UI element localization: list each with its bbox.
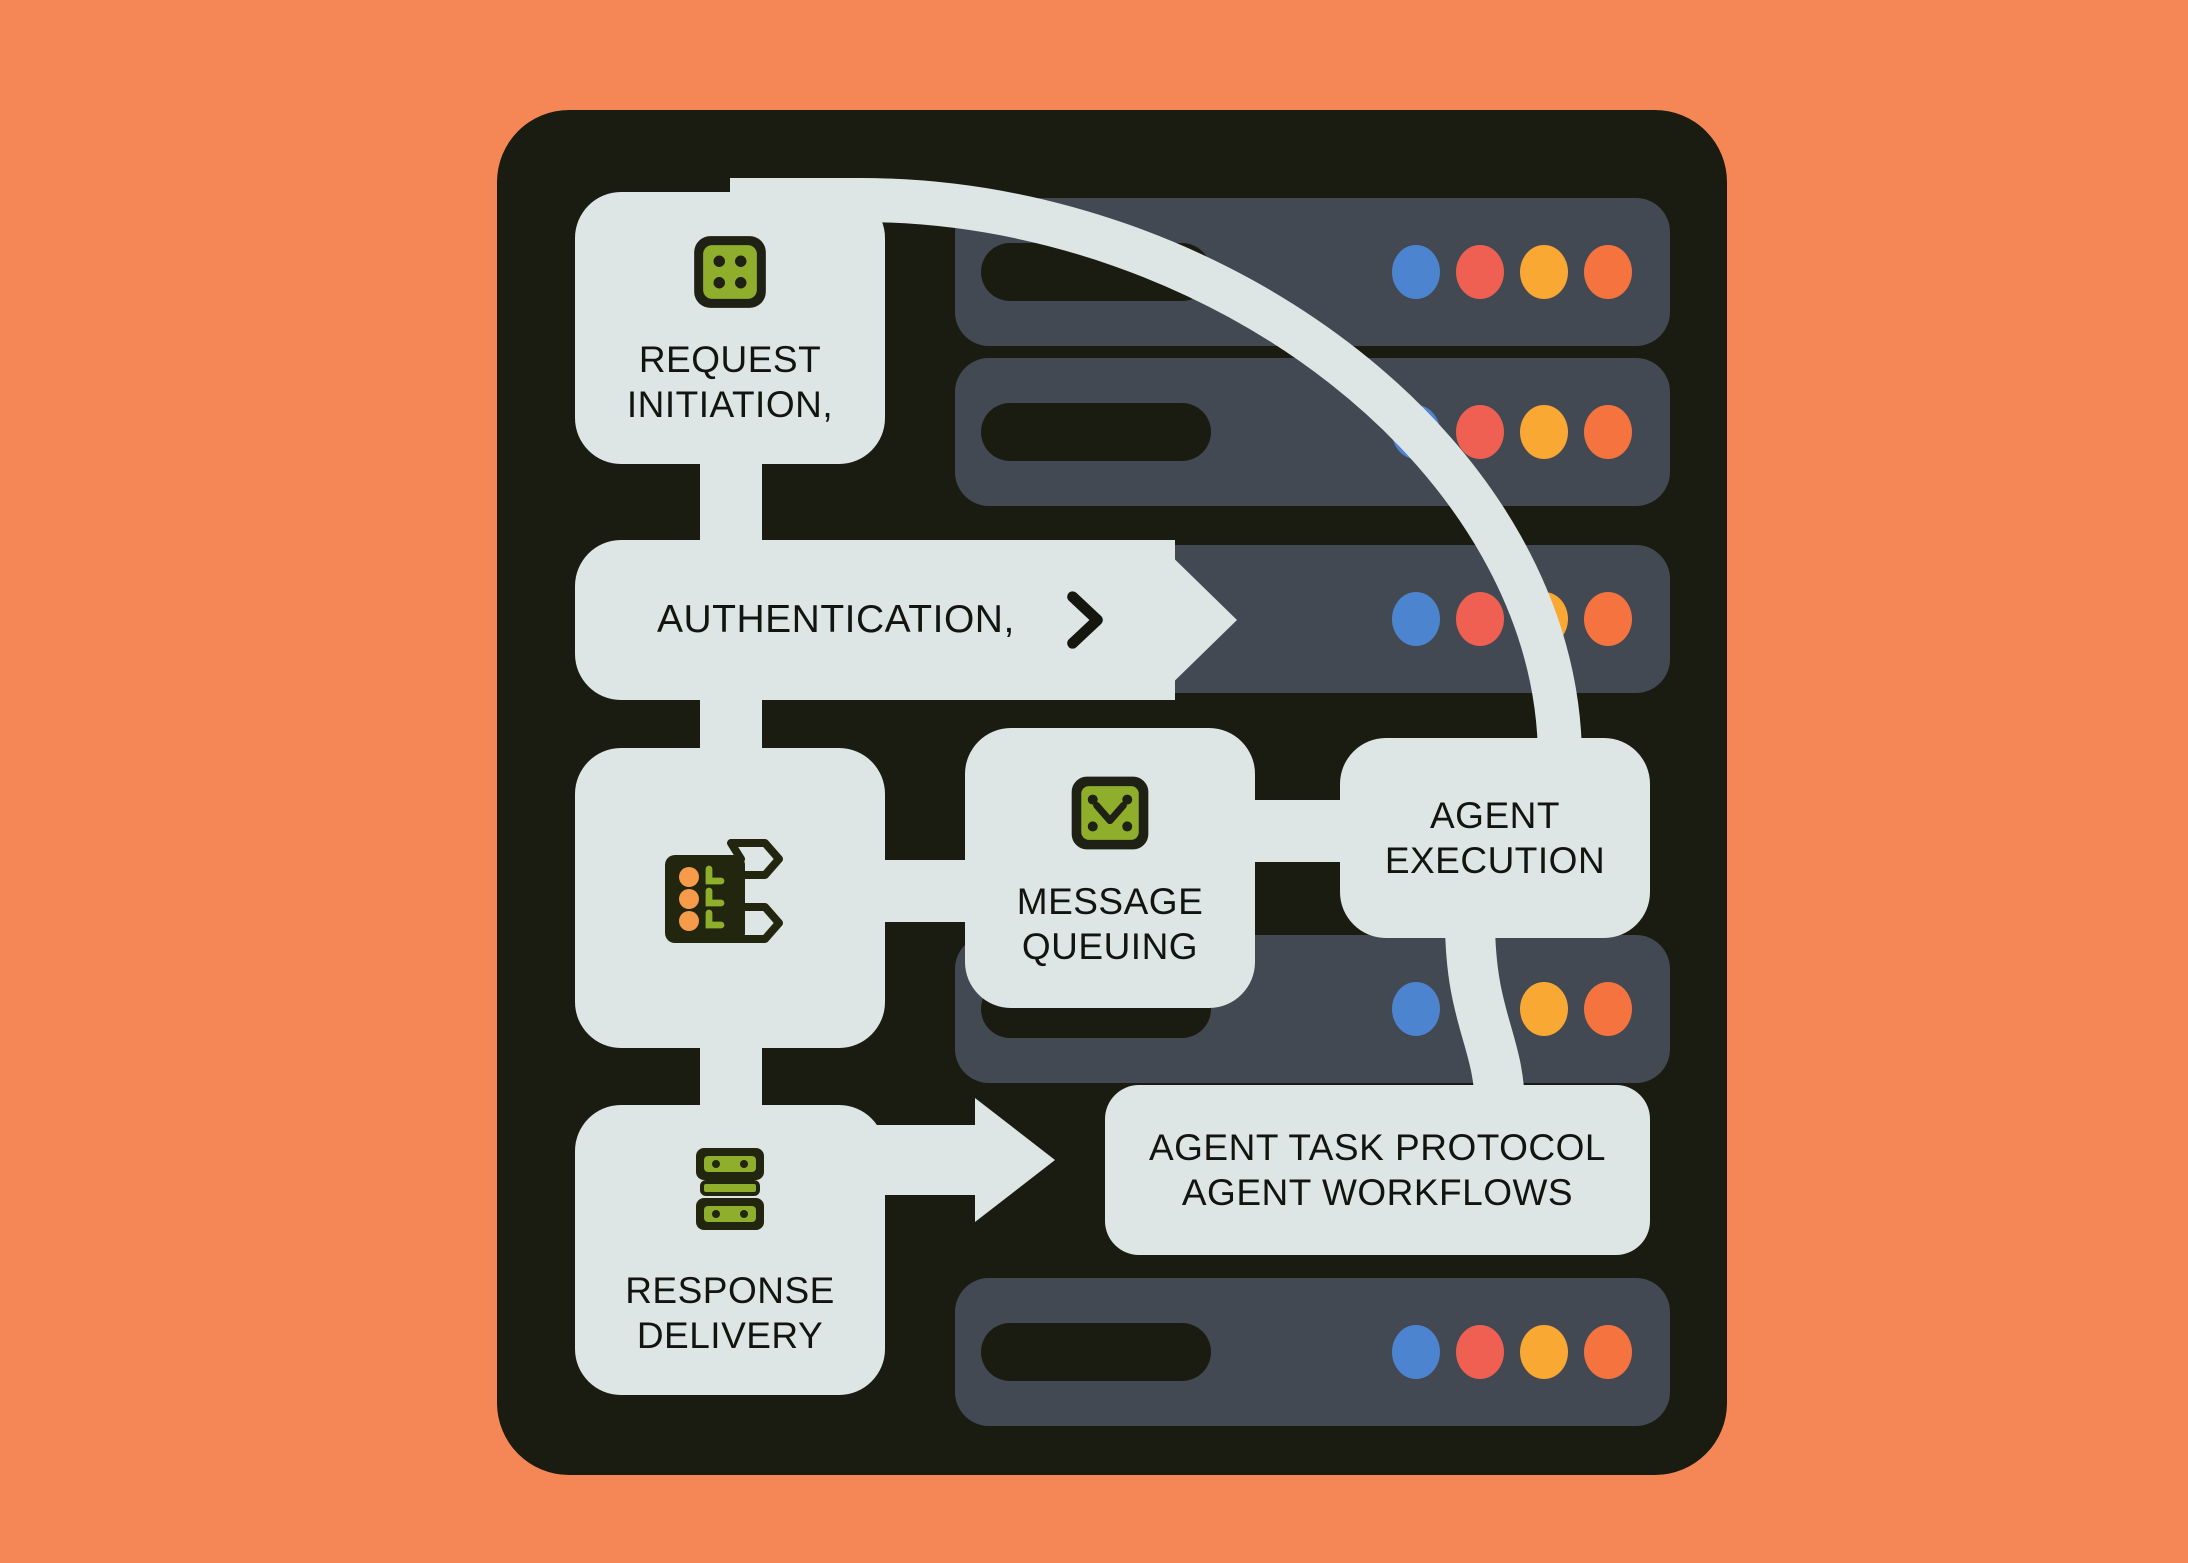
row-status-dots (1392, 592, 1632, 646)
status-dot-red (1456, 245, 1504, 299)
status-dot-amber (1520, 592, 1568, 646)
node-label: AUTHENTICATION, (657, 598, 1015, 642)
status-dot-red (1456, 592, 1504, 646)
status-dot-orange (1584, 245, 1632, 299)
authentication-arrow-tip (1155, 540, 1237, 700)
status-dot-blue (1392, 245, 1440, 299)
status-dot-blue (1392, 1325, 1440, 1379)
node-task-checklist[interactable] (575, 748, 885, 1048)
status-dot-red (1456, 405, 1504, 459)
row-status-dots (1392, 1325, 1632, 1379)
message-queue-icon (1071, 776, 1149, 850)
row-pill (981, 403, 1211, 461)
status-dot-blue (1392, 405, 1440, 459)
node-authentication[interactable]: AUTHENTICATION, (575, 540, 1175, 700)
status-dot-amber (1520, 1325, 1568, 1379)
status-dot-orange (1584, 982, 1632, 1036)
row-status-dots (1392, 982, 1632, 1036)
status-dot-orange (1584, 592, 1632, 646)
server-row-1 (955, 198, 1670, 346)
server-row-2 (955, 358, 1670, 506)
status-dot-amber (1520, 245, 1568, 299)
status-dot-orange (1584, 405, 1632, 459)
status-dot-red (1456, 1325, 1504, 1379)
server-rack-icon (696, 1147, 764, 1230)
row-pill (981, 243, 1211, 301)
row-pill (981, 1323, 1211, 1381)
status-dot-blue (1392, 592, 1440, 646)
status-dot-red (1456, 982, 1504, 1036)
row-status-dots (1392, 245, 1632, 299)
checklist-tags-icon (665, 839, 783, 943)
row-status-dots (1392, 405, 1632, 459)
server-row-5 (955, 1278, 1670, 1426)
status-dot-orange (1584, 1325, 1632, 1379)
status-dot-blue (1392, 982, 1440, 1036)
chevron-right-icon (1066, 591, 1103, 649)
status-dot-amber (1520, 982, 1568, 1036)
dice-four-dots-icon (694, 236, 766, 308)
status-dot-amber (1520, 405, 1568, 459)
